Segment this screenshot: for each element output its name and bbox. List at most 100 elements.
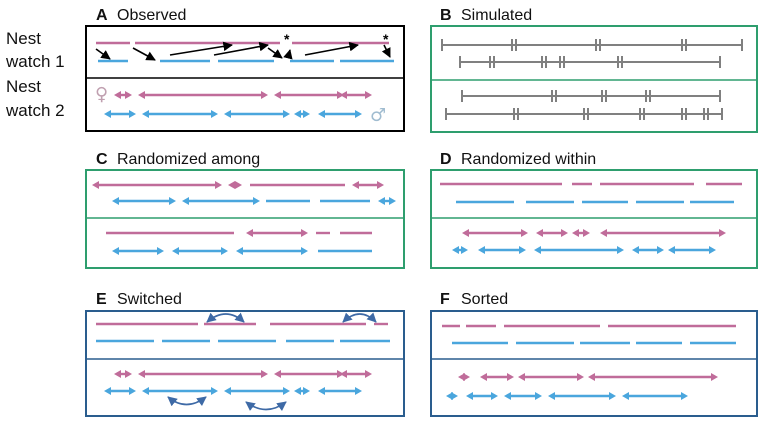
transition-arrow — [267, 47, 283, 59]
arrowhead — [104, 110, 111, 118]
arrowhead — [507, 373, 514, 381]
panel-b-letter: B — [440, 7, 452, 24]
row-label-nest-watch-1: Nest watch 1 — [5, 29, 65, 71]
arrowhead — [318, 387, 325, 395]
arrowhead — [294, 387, 301, 395]
transition-arrow — [381, 44, 391, 58]
arrowhead — [211, 110, 218, 118]
arrowhead — [172, 247, 179, 255]
arrowhead — [301, 229, 308, 237]
arrowhead — [504, 392, 511, 400]
arrowhead — [480, 373, 487, 381]
arrowhead — [355, 387, 362, 395]
arrowhead — [274, 370, 281, 378]
arrowhead — [283, 110, 290, 118]
panel-f-frame — [430, 310, 758, 417]
arrowhead — [112, 247, 119, 255]
arrowhead — [536, 229, 543, 237]
transition-arrow — [213, 41, 269, 56]
panel-d-title: Randomized within — [461, 151, 596, 168]
arrowhead — [518, 373, 525, 381]
arrowhead — [572, 229, 579, 237]
arrowhead — [294, 110, 301, 118]
arrowhead — [142, 110, 149, 118]
arrowhead — [125, 91, 132, 99]
arrowhead — [519, 246, 526, 254]
panel-e-letter: E — [96, 291, 107, 308]
transition-arrow — [283, 49, 293, 60]
arrowhead — [462, 229, 469, 237]
arrowhead — [377, 181, 384, 189]
panel-c-lines — [92, 181, 396, 255]
arrowhead — [365, 91, 372, 99]
arrowhead — [224, 387, 231, 395]
panel-e-lines — [96, 322, 390, 395]
panel-b-frame — [430, 25, 758, 133]
arrowhead — [125, 370, 132, 378]
panel-e-frame — [85, 310, 405, 417]
swap-arrow — [167, 396, 207, 407]
arrowhead — [632, 246, 639, 254]
row-label-2-line-2: watch 2 — [5, 101, 65, 120]
panel-a-letter: A — [96, 7, 108, 24]
arrowhead — [211, 387, 218, 395]
arrowhead — [711, 373, 718, 381]
arrowhead — [719, 229, 726, 237]
arrowhead — [114, 370, 121, 378]
arrowhead — [303, 387, 310, 395]
swap-arrow — [245, 401, 287, 412]
panel-c-frame — [85, 169, 405, 269]
panel-a-title: Observed — [117, 7, 186, 24]
panel-a-lines — [96, 41, 394, 118]
panel-e-swap-arrows — [167, 312, 377, 412]
panel-b: B Simulated — [430, 7, 758, 133]
row-label-nest-watch-2: Nest watch 2 — [5, 77, 65, 120]
swap-arrow — [342, 312, 377, 323]
arrowhead — [389, 197, 396, 205]
arrowhead — [491, 392, 498, 400]
arrowhead — [129, 110, 136, 118]
arrowhead — [112, 197, 119, 205]
row-label-2-line-1: Nest — [6, 77, 41, 96]
arrowhead — [681, 392, 688, 400]
arrowhead — [215, 181, 222, 189]
male-symbol-icon: ♂ — [370, 105, 386, 126]
arrowhead — [253, 197, 260, 205]
arrowhead — [378, 197, 385, 205]
arrowhead — [303, 110, 310, 118]
arrowhead — [600, 229, 607, 237]
panel-f-lines — [442, 324, 736, 400]
arrowhead — [318, 110, 325, 118]
arrowhead — [157, 247, 164, 255]
panel-e-title: Switched — [117, 291, 182, 308]
female-symbol-icon: ♀ — [95, 84, 108, 105]
row-label-1-line-1: Nest — [6, 29, 41, 48]
transition-arrow — [304, 41, 359, 56]
panel-f-title: Sorted — [461, 291, 508, 308]
arrowhead — [446, 392, 453, 400]
arrowhead — [283, 387, 290, 395]
panel-f: F Sorted — [430, 291, 758, 417]
arrowhead — [340, 370, 347, 378]
arrowhead — [458, 373, 465, 381]
arrowhead — [534, 246, 541, 254]
arrowhead — [236, 247, 243, 255]
asterisk-1: * — [284, 31, 290, 47]
transition-arrow — [169, 41, 233, 56]
arrowhead — [352, 181, 359, 189]
arrowhead — [588, 373, 595, 381]
arrowhead — [583, 229, 590, 237]
arrowhead — [609, 392, 616, 400]
arrowhead — [301, 247, 308, 255]
arrowhead — [365, 370, 372, 378]
panel-a: A Observed * * ♀ ♂ — [85, 7, 405, 132]
arrowhead — [668, 246, 675, 254]
arrowhead — [535, 392, 542, 400]
arrowhead — [548, 392, 555, 400]
arrowhead — [142, 387, 149, 395]
panel-d: D Randomized within — [430, 151, 758, 269]
arrowhead — [138, 91, 145, 99]
arrowhead — [452, 246, 459, 254]
arrowhead — [246, 229, 253, 237]
